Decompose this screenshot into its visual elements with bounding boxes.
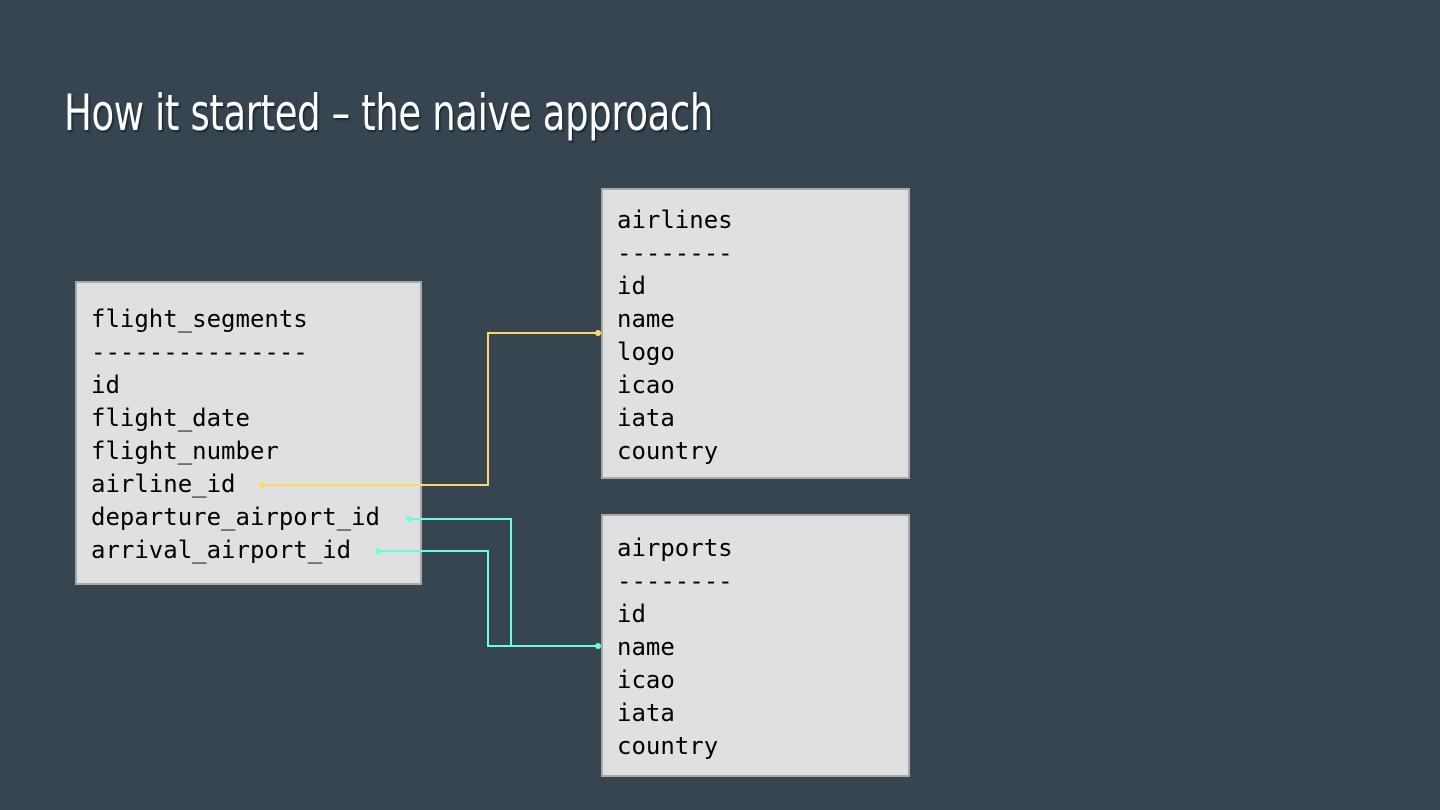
field-country: country [617,732,719,760]
table-separator: -------- [617,567,733,595]
table-separator: --------------- [91,338,308,366]
field-id: id [617,600,646,628]
field-departure-airport-id: departure_airport_id [91,503,380,531]
table-name: airlines [617,206,733,234]
field-arrival-airport-id: arrival_airport_id [91,536,352,564]
field-id: id [91,371,120,399]
table-separator: -------- [617,239,733,267]
slide-title: How it started – the naive approach [64,84,713,142]
connector-line [409,518,598,647]
field-country: country [617,437,719,465]
field-iata: iata [617,404,675,432]
field-id: id [617,272,646,300]
airports-table: airports -------- id name icao iata coun… [601,514,910,777]
relation-departure-to-airports [406,516,598,647]
field-flight-date: flight_date [91,404,250,432]
field-logo: logo [617,338,675,366]
field-icao: icao [617,666,675,694]
field-flight-number: flight_number [91,437,279,465]
table-name: airports [617,534,733,562]
field-airline-id: airline_id [91,470,236,498]
airlines-table: airlines -------- id name logo icao iata… [601,188,910,479]
field-iata: iata [617,699,675,727]
field-name: name [617,305,675,333]
field-name: name [617,633,675,661]
flight-segments-table: flight_segments --------------- id fligh… [75,281,422,585]
field-icao: icao [617,371,675,399]
table-name: flight_segments [91,305,308,333]
